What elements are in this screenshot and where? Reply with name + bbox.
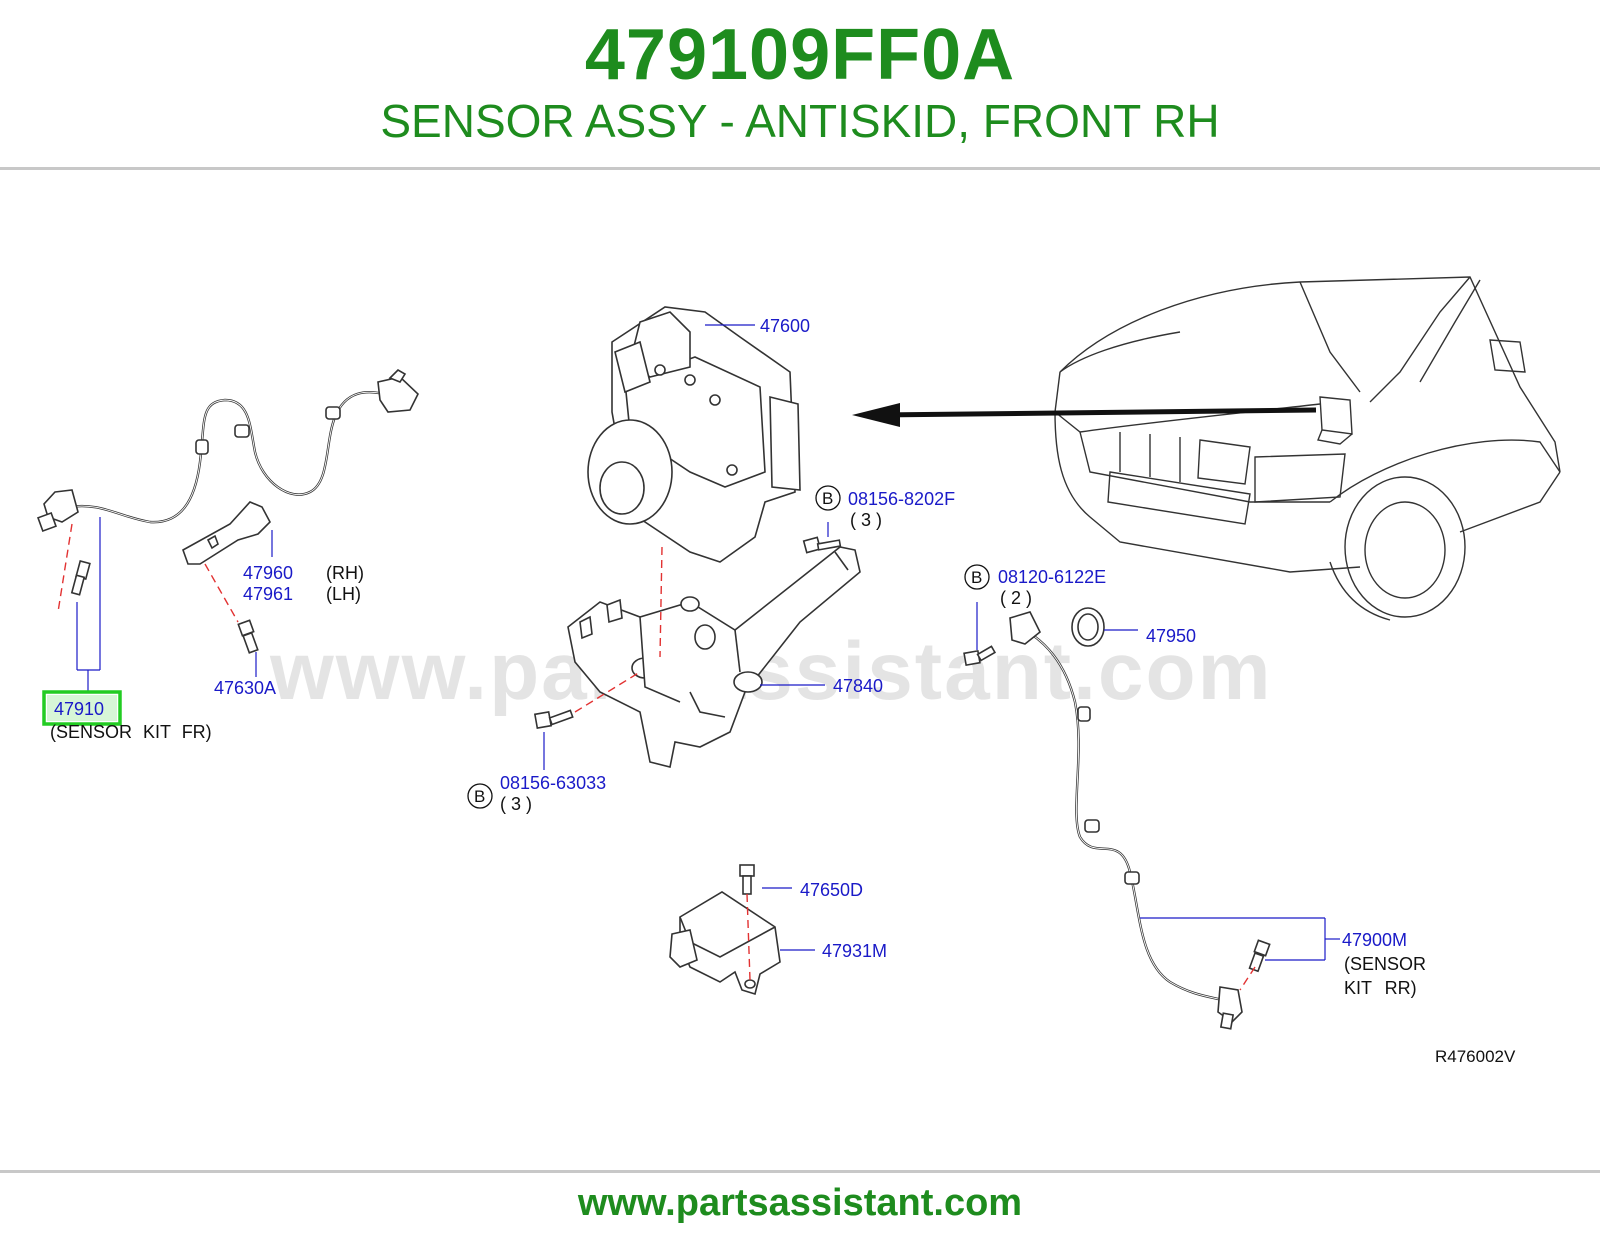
callout-47900M: 47900M [1342, 930, 1407, 950]
diagram-reference-code: R476002V [1435, 1047, 1516, 1066]
callout-47961: 47961 [243, 584, 293, 604]
bolt-marker-b-1 [815, 485, 841, 511]
bolt-47650D [739, 864, 755, 895]
callout-08156-8202F-qty: ( 3 ) [850, 510, 882, 530]
rear-sensor-harness-47900M [1009, 611, 1271, 1030]
callout-47931M: 47931M [822, 941, 887, 961]
callout-47900M-note-1: (SENSOR [1344, 954, 1426, 974]
callout-47910[interactable]: 47910 [54, 699, 104, 719]
callout-47950: 47950 [1146, 626, 1196, 646]
bracket-47840 [567, 546, 861, 768]
bracket-47960 [182, 501, 271, 565]
callout-47960-note: (RH) [326, 563, 364, 583]
yaw-sensor-47931M [669, 891, 781, 996]
callout-08156-63033: 08156-63033 [500, 773, 606, 793]
bolt-47630A [237, 619, 259, 654]
part-description: SENSOR ASSY - ANTISKID, FRONT RH [380, 95, 1220, 147]
bolt-08156-63033 [533, 709, 574, 730]
vehicle-illustration [1054, 276, 1561, 621]
bolt-marker-b-2 [467, 783, 493, 809]
abs-actuator-47600 [587, 306, 801, 563]
callout-47960: 47960 [243, 563, 293, 583]
callout-47600: 47600 [760, 316, 810, 336]
bolt-marker-b-3 [964, 564, 990, 590]
front-sensor-harness-47910 [37, 369, 419, 596]
callout-08120-6122E-qty: ( 2 ) [1000, 588, 1032, 608]
callout-08156-8202F: 08156-8202F [848, 489, 955, 509]
footer-website-link[interactable]: www.partsassistant.com [577, 1182, 1023, 1224]
bolt-marker-b-1-text: B [822, 489, 833, 508]
sensor-rotor-47950-inner [1077, 613, 1099, 641]
highlight-fill-47910 [47, 695, 117, 721]
bolt-marker-b-3-text: B [971, 568, 982, 587]
location-arrow-line [881, 407, 1317, 418]
parts-diagram: www.partsassistant.com [37, 276, 1561, 1066]
callout-47910-note: (SENSOR KIT FR) [50, 722, 212, 742]
bolt-marker-b-2-text: B [474, 787, 485, 806]
callout-08156-63033-qty: ( 3 ) [500, 794, 532, 814]
footer-divider [0, 1170, 1600, 1173]
part-number-title: 479109FF0A [584, 15, 1016, 95]
callout-47630A: 47630A [214, 678, 276, 698]
highlight-box-47910 [42, 690, 122, 726]
callout-47900M-note-2: KIT RR) [1344, 978, 1417, 998]
header-divider [0, 167, 1600, 170]
location-arrow-head [852, 403, 900, 427]
callout-47961-note: (LH) [326, 584, 361, 604]
callout-08120-6122E: 08120-6122E [998, 567, 1106, 587]
callout-47650D: 47650D [800, 880, 863, 900]
bolt-08156-8202F [802, 536, 842, 554]
bolt-08120-6122E [963, 645, 997, 667]
callout-47840: 47840 [833, 676, 883, 696]
